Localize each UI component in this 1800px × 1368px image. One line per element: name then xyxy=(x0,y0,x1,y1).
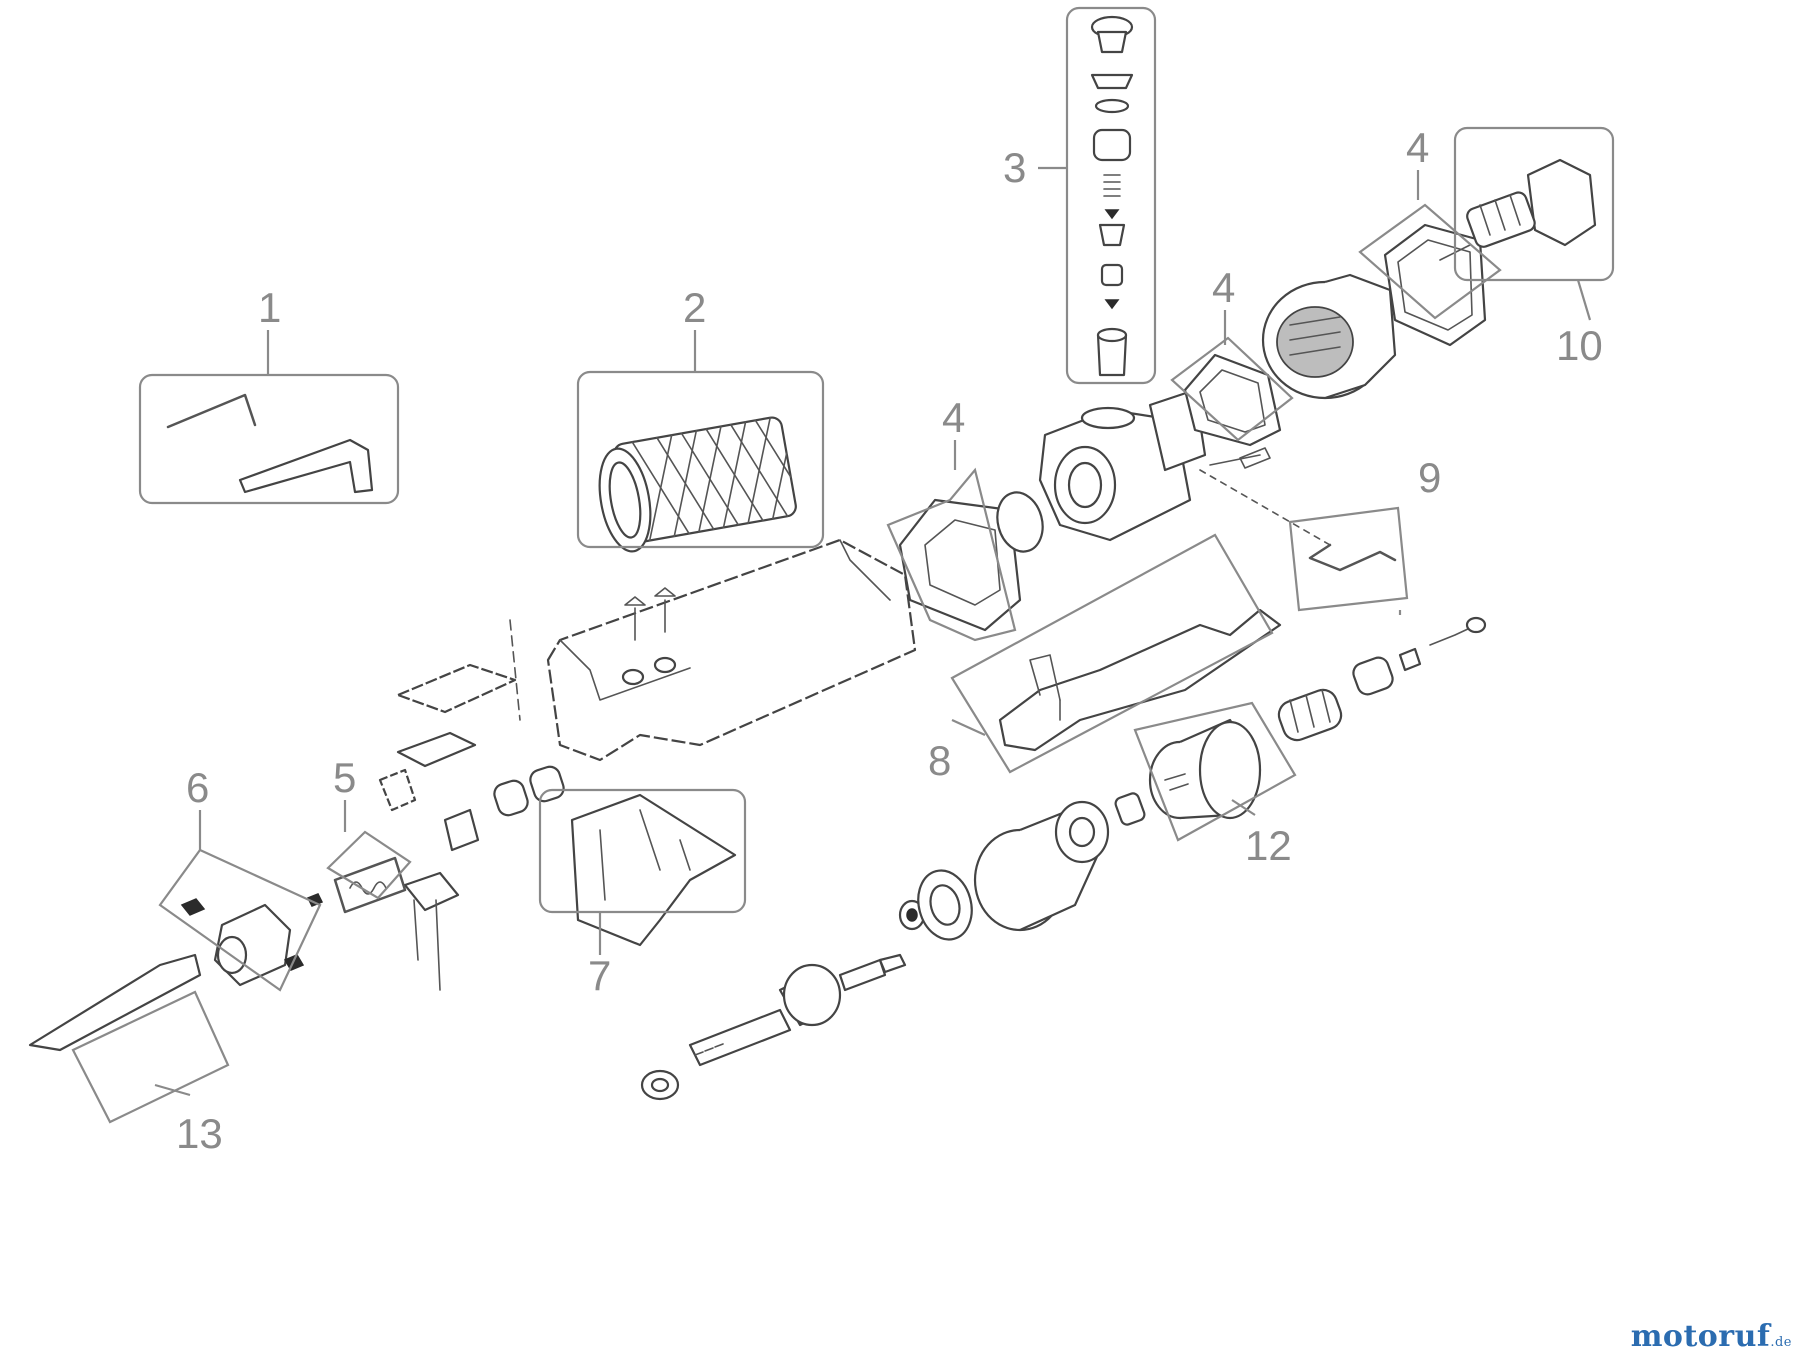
callout-6: 6 xyxy=(186,764,209,811)
callout-8: 8 xyxy=(928,737,951,784)
callout-4a: 4 xyxy=(942,394,965,441)
main-housing xyxy=(546,538,917,762)
leader-lines xyxy=(154,166,1592,1097)
callout-1: 1 xyxy=(258,284,281,331)
callout-3: 3 xyxy=(1003,144,1026,191)
callout-2: 2 xyxy=(683,284,706,331)
gasket-part-4c xyxy=(1383,223,1487,347)
valve-part-6 xyxy=(180,898,305,987)
callout-boxes xyxy=(71,6,1615,1124)
callout-5: 5 xyxy=(333,754,356,801)
watermark-logo: motoruf.de xyxy=(1631,1319,1792,1354)
callout-9: 9 xyxy=(1418,454,1441,501)
lever-left xyxy=(28,953,202,1052)
callout-7: 7 xyxy=(588,952,611,999)
callout-10: 10 xyxy=(1556,322,1603,369)
adapter-part-10 xyxy=(1439,158,1597,261)
rotor-part-12 xyxy=(1148,718,1262,820)
bracket-assembly xyxy=(378,619,565,991)
gasket-part-4a xyxy=(898,491,1044,632)
logo-brand: motoruf xyxy=(1630,1319,1771,1354)
callout-4c: 4 xyxy=(1406,124,1429,171)
rotor-housing xyxy=(1261,273,1397,400)
callout-13: 13 xyxy=(176,1110,223,1157)
cylinder-block xyxy=(1038,388,1271,542)
gasket-part-4b xyxy=(1183,353,1282,447)
callout-labels: 1 2 3 4 4 4 5 6 7 8 9 10 12 13 xyxy=(176,124,1603,1157)
hex-keys-part-1 xyxy=(166,393,374,494)
guard-part-7 xyxy=(570,793,737,947)
callout-4b: 4 xyxy=(1212,264,1235,311)
callout-12: 12 xyxy=(1245,822,1292,869)
drive-shaft-assembly xyxy=(640,792,1146,1101)
spring-part-5 xyxy=(306,856,407,914)
valve-stack-part-3 xyxy=(1090,15,1134,377)
piston-group xyxy=(1277,616,1487,742)
clip-part-9 xyxy=(1199,469,1397,572)
handle-part-8 xyxy=(998,608,1282,752)
logo-tld: .de xyxy=(1770,1335,1792,1350)
air-filter-part-2 xyxy=(598,416,797,553)
